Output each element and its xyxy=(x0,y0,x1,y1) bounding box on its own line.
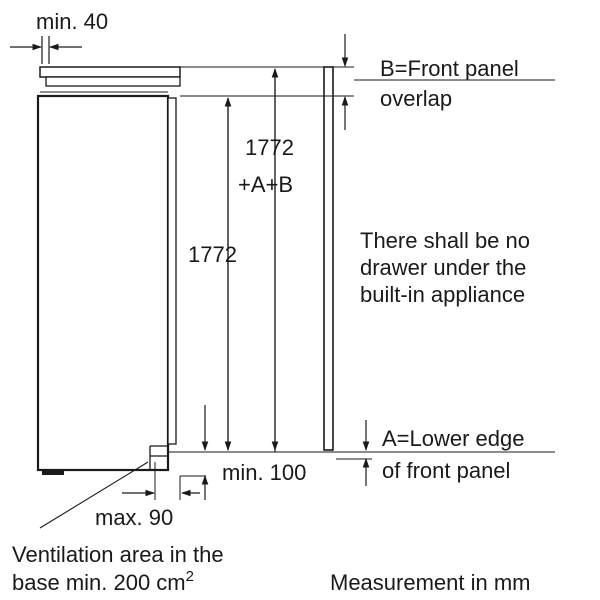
ventilation-unit-exponent: 2 xyxy=(186,568,194,585)
note-line1: There shall be no xyxy=(360,228,530,253)
niche-height-value: 1772 xyxy=(188,242,237,267)
lower-edge-a-arrows xyxy=(336,420,372,486)
cabinet-top-board xyxy=(39,66,181,78)
max-90-dimension: max. 90 xyxy=(95,489,200,530)
min-40-dimension: min. 40 xyxy=(10,9,108,64)
cabinet xyxy=(36,66,372,500)
cabinet-top-board-lower xyxy=(45,76,181,87)
ventilation-label-text: base min. 200 cm xyxy=(12,570,186,595)
panel-b-label-line1: B=Front panel xyxy=(380,56,519,81)
ventilation-label-line1: Ventilation area in the xyxy=(12,542,224,567)
total-height-dimension: 1772 +A+B xyxy=(238,68,294,452)
base-plinth xyxy=(149,445,169,470)
total-height-suffix: +A+B xyxy=(238,172,293,197)
max-90-label: max. 90 xyxy=(95,505,173,530)
measurement-note: Measurement in mm xyxy=(330,570,531,595)
min-100-label: min. 100 xyxy=(222,460,306,485)
note-line2: drawer under the xyxy=(360,255,526,280)
niche-height-dimension: 1772 xyxy=(188,97,237,451)
min-40-label: min. 40 xyxy=(36,9,108,34)
note-line3: built-in appliance xyxy=(360,282,525,307)
panel-a-label-line2: of front panel xyxy=(382,458,510,483)
appliance-foot xyxy=(42,470,64,475)
ventilation-label-line2: base min. 200 cm2 xyxy=(12,568,194,595)
panel-b-label-line2: overlap xyxy=(380,86,452,111)
appliance-body xyxy=(36,94,170,472)
total-height-value: 1772 xyxy=(245,135,294,160)
min-100-dimension: min. 100 xyxy=(179,405,306,500)
reference-lines xyxy=(180,66,555,453)
ventilation-leader-line xyxy=(39,461,149,529)
front-panel xyxy=(323,66,334,451)
front-panel-board xyxy=(323,66,334,451)
panel-a-label-line1: A=Lower edge xyxy=(382,426,525,451)
door-hinge-strip xyxy=(167,97,177,445)
